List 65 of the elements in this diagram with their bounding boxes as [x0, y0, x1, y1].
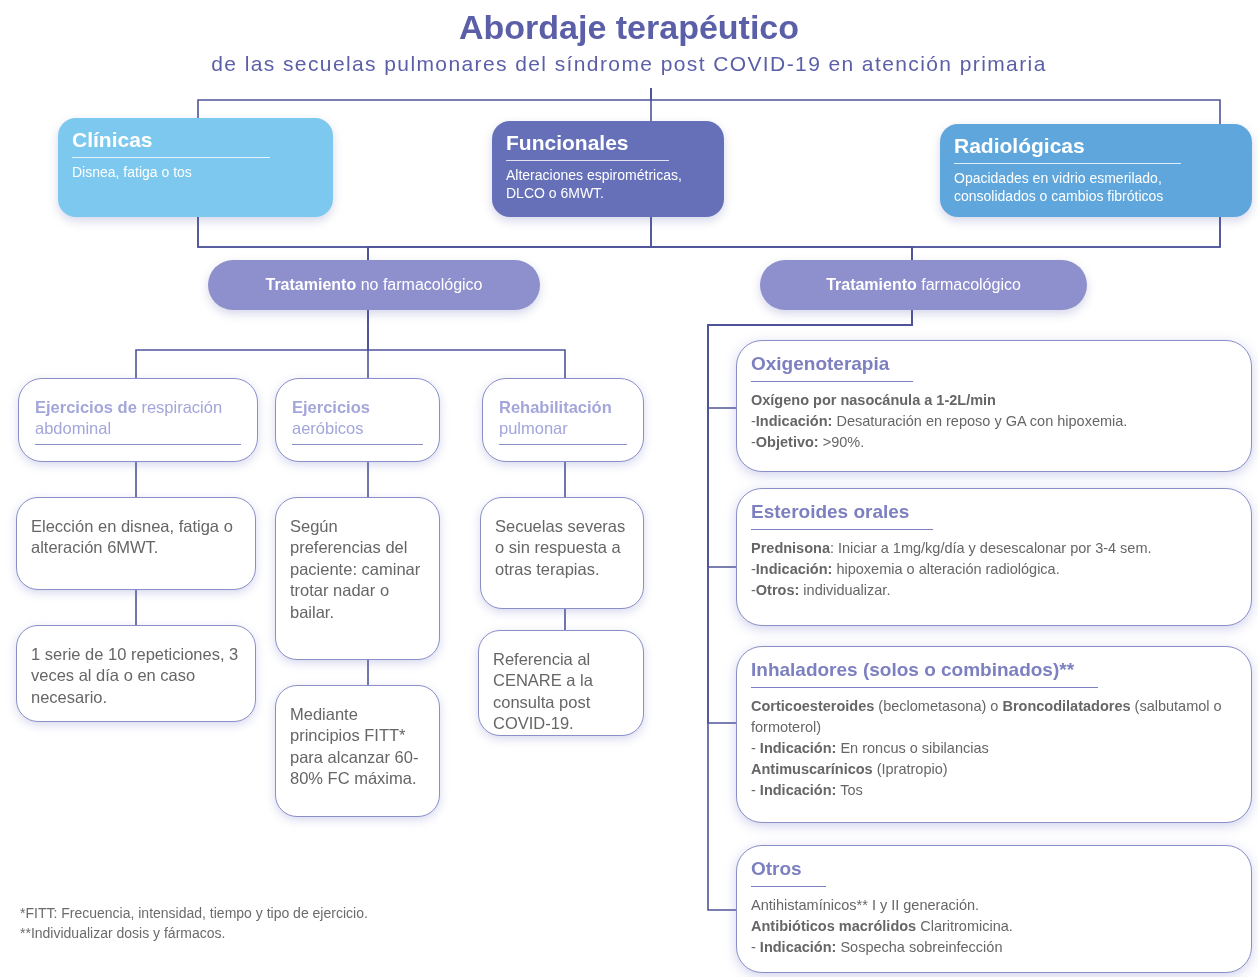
detail-card [480, 497, 644, 609]
category-heading: Funcionales [506, 131, 670, 161]
category-card [492, 121, 724, 217]
category-description: Alteraciones espirométricas, DLCO o 6MWT. [506, 167, 683, 202]
detail-card [16, 497, 256, 590]
category-heading: Clínicas [72, 128, 270, 158]
therapy-heading: Inhaladores (solos o combinados)** [751, 659, 1099, 688]
therapy-detail: - Indicación: En roncus o sibilancias [751, 739, 990, 759]
connector-line [367, 659, 369, 686]
treatment-pill [760, 260, 1087, 310]
therapy-detail: - Indicación: Sospecha sobreinfección [751, 938, 1004, 958]
detail-text: Mediante principios FITT* para alcanzar 60-80% FC máxima. [290, 704, 420, 790]
therapy-card [736, 845, 1252, 973]
therapy-detail: -Indicación: hipoxemia o alteración radiológica. [751, 560, 1061, 579]
connector-line [564, 461, 566, 498]
therapy-detail: - Indicación: Tos [751, 781, 864, 801]
therapy-detail: Antibióticos macrólidos Claritromicina. [751, 917, 1014, 936]
therapy-detail: Oxígeno por nasocánula a 1-2L/min [751, 391, 997, 410]
category-card [58, 118, 333, 217]
therapy-card [736, 646, 1252, 823]
detail-text: Secuelas severas o sin respuesta a otras terapias. [495, 516, 627, 580]
therapy-detail: Antimuscarínicos (Ipratropio) [751, 760, 949, 780]
treatment-label: Tratamiento no farmacológico [265, 276, 483, 294]
connector-line [367, 461, 369, 498]
exercise-heading: Ejercicios de respiración abdominal [35, 397, 241, 445]
therapy-detail: Prednisona: Iniciar a 1mg/kg/día y desescalonar por 3-4 sem. [751, 539, 1153, 558]
connector-line [911, 216, 1221, 261]
exercise-card [275, 378, 440, 462]
category-description: Disnea, fatiga o tos [72, 164, 193, 182]
therapy-heading: Otros [751, 858, 826, 887]
connector-line [135, 461, 137, 498]
detail-card [275, 497, 440, 660]
therapy-detail: -Otros: individualizar. [751, 581, 892, 601]
treatment-pill [208, 260, 540, 310]
category-description: Opacidades en vidrio esmerilado, consolidados o cambios fibróticos [954, 170, 1165, 205]
connector-line [564, 608, 566, 631]
therapy-detail: -Objetivo: >90%. [751, 433, 866, 453]
detail-card [275, 685, 440, 817]
therapy-card [736, 488, 1252, 626]
diagram-title: Abordaje terapéutico [457, 8, 801, 47]
exercise-heading: Rehabilitación pulmonar [499, 397, 627, 445]
treatment-label: Tratamiento farmacológico [826, 276, 1021, 294]
detail-text: Según preferencias del paciente: caminar trotar nadar o bailar. [290, 516, 422, 623]
therapy-detail: -Indicación: Desaturación en reposo y GA con hipoxemia. [751, 412, 1129, 431]
therapy-detail: Corticoesteroides (beclometasona) o Broncodilatadores (salbutamol o formoterol) [751, 697, 1223, 737]
footnote: *FITT: Frecuencia, intensidad, tiempo y tipo de ejercicio. [20, 905, 368, 921]
therapy-detail: Antihistamínicos** I y II generación. [751, 896, 981, 915]
category-card [940, 124, 1252, 217]
subtitle: de las secuelas pulmonares del síndrome post COVID-19 en atención primaria [210, 52, 1048, 76]
detail-text: Referencia al CENARE a la consulta post COVID-19. [493, 649, 594, 735]
exercise-card [482, 378, 644, 462]
therapy-heading: Oxigenoterapia [751, 353, 914, 382]
detail-card [16, 625, 256, 722]
detail-text: Elección en disnea, fatiga o alteración 6MWT. [31, 516, 234, 559]
footnote: **Individualizar dosis y fármacos. [20, 925, 226, 941]
detail-card [478, 630, 644, 736]
connector-line [650, 87, 1221, 125]
connector-line [367, 309, 566, 379]
detail-text: 1 serie de 10 repeticiones, 3 veces al día o en caso necesario. [31, 644, 240, 708]
therapy-card [736, 340, 1252, 472]
therapy-heading: Esteroides orales [751, 501, 934, 530]
connector-line [135, 589, 137, 626]
exercise-heading: Ejercicios aeróbicos [292, 397, 423, 445]
category-heading: Radiológicas [954, 134, 1182, 164]
exercise-card [18, 378, 258, 462]
